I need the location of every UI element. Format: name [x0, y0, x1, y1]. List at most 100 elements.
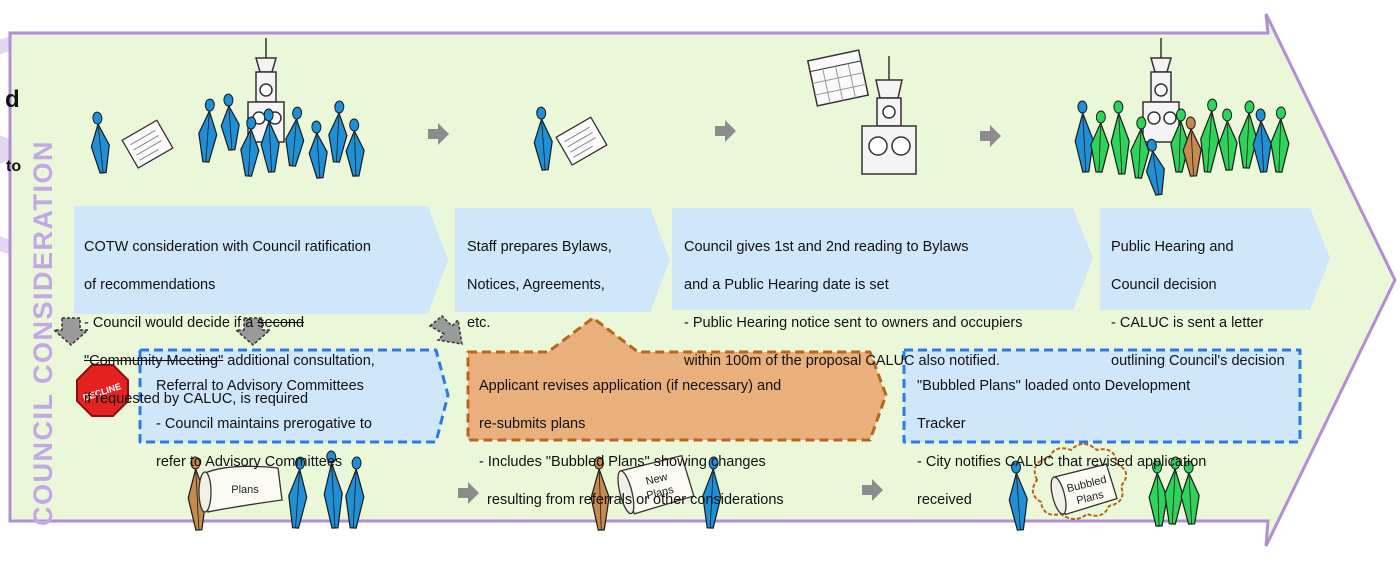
person-icon [285, 106, 305, 167]
person-outline [1245, 116, 1250, 168]
person-head [1207, 98, 1218, 112]
person-head [1077, 100, 1088, 114]
bubbled-plans-icon: Bubbled Plans [1031, 443, 1128, 520]
step-revise-line: resulting from referrals or other consid… [479, 492, 784, 508]
fragment-text: d [5, 86, 20, 113]
person-icon [1110, 100, 1130, 175]
person-head [292, 106, 303, 120]
person-icon [1090, 110, 1110, 173]
person-outline [268, 124, 273, 172]
flow-arrow [458, 482, 479, 504]
person-icon [1008, 460, 1028, 531]
step-revise-line: re-submits plans [479, 416, 586, 432]
person-outline [205, 114, 210, 162]
plans-scroll-icon: Plans [198, 465, 283, 513]
step-box-hearing [1100, 208, 1330, 310]
person-outline [1260, 124, 1265, 172]
person-outline [1171, 472, 1176, 524]
person-icon [1180, 460, 1200, 525]
person-outline [1118, 116, 1123, 174]
person-head [349, 118, 360, 132]
person-outline [1016, 476, 1021, 530]
person-icon [323, 450, 343, 529]
person-head [1175, 108, 1186, 122]
person-head [1113, 100, 1124, 114]
step-bubbled-line: "Bubbled Plans" loaded onto Development [917, 378, 1191, 394]
person-outline [195, 472, 200, 530]
person-head [190, 456, 201, 470]
person-icon [1182, 116, 1202, 177]
person-head [311, 120, 322, 134]
person-outline [1278, 121, 1282, 172]
person-icon [1238, 100, 1258, 169]
person-icon [1270, 106, 1290, 173]
step-bubbled-text: "Bubbled Plans" loaded onto Development … [917, 358, 1297, 529]
person-outline [598, 471, 602, 530]
person-outline [1156, 475, 1160, 526]
calendar-icon [806, 49, 870, 107]
person-icon [590, 456, 610, 531]
person-head [1183, 460, 1194, 474]
step-reading-text: Council gives 1st and 2nd reading to Byl… [684, 219, 1084, 390]
person-head [1010, 460, 1021, 474]
person-head [1275, 106, 1286, 120]
person-outline [709, 472, 714, 528]
down-arrow [52, 317, 90, 347]
person-outline [541, 122, 546, 170]
step-revise-text: Applicant revises application (if necess… [479, 358, 874, 529]
person-outline [352, 472, 357, 528]
step-reading-line: Council gives 1st and 2nd reading to Byl… [684, 239, 969, 255]
person-icon [1200, 98, 1220, 173]
person-icon [260, 108, 280, 173]
step-reading-line: within 100m of the proposal CALUC also n… [684, 353, 1000, 369]
step-referral-line: refer to Advisory Committees [156, 454, 343, 470]
person-head [1185, 116, 1196, 130]
new-plans-label-line1: New [645, 471, 669, 488]
step-revise-line: Applicant revises application (if necess… [479, 378, 782, 394]
decline-stop-icon: DECLINE [76, 364, 129, 417]
person-head [246, 116, 257, 130]
new-plans-scroll-icon: New Plans [617, 454, 695, 515]
person-outline [1082, 116, 1087, 172]
person-icon [328, 100, 348, 163]
step-staff-line: Notices, Agreements, [467, 277, 605, 293]
person-outline [331, 466, 336, 528]
step-hearing-line: Council decision [1111, 277, 1217, 293]
person-icon [533, 106, 553, 171]
person-outline [228, 109, 233, 150]
person-outline [336, 116, 340, 162]
step-hearing-line: Public Hearing and [1111, 239, 1234, 255]
person-head [1255, 108, 1266, 122]
person-outline [1152, 154, 1160, 195]
step-cotw-line-rest: additional consultation, [223, 353, 375, 369]
fragment-text: to [6, 158, 22, 175]
step-cotw-line: if requested by CALUC, is required [84, 391, 309, 407]
person-icon [240, 116, 260, 177]
person-outline [1188, 476, 1193, 524]
person-head [223, 93, 234, 107]
step-hearing-text: Public Hearing and Council decision - CA… [1111, 219, 1321, 390]
step-cotw-text: COTW consideration with Council ratifica… [84, 219, 434, 428]
person-icon [345, 456, 365, 529]
step-bubbled-line: received [917, 492, 972, 508]
person-outline [1178, 123, 1181, 172]
person-head [536, 106, 547, 120]
person-icon [1252, 108, 1272, 173]
person-outline [295, 472, 300, 528]
step-hearing-line: - CALUC is sent a letter [1111, 315, 1264, 331]
person-head [1222, 108, 1233, 122]
person-head [1146, 138, 1157, 152]
person-icon [1170, 108, 1190, 173]
person-head [593, 456, 604, 470]
step-bubbled-line: - City notifies CALUC that revised appli… [917, 454, 1207, 470]
person-icon [1218, 108, 1238, 171]
document-icon [121, 119, 174, 169]
step-box-reading [672, 208, 1093, 310]
step-referral-line: Referral to Advisory Committees [156, 378, 364, 394]
step-staff-line: etc. [467, 315, 491, 331]
person-icon [702, 456, 722, 529]
step-staff-text: Staff prepares Bylaws, Notices, Agreemen… [467, 219, 657, 352]
person-icon [187, 456, 207, 531]
person-icon [308, 120, 328, 179]
